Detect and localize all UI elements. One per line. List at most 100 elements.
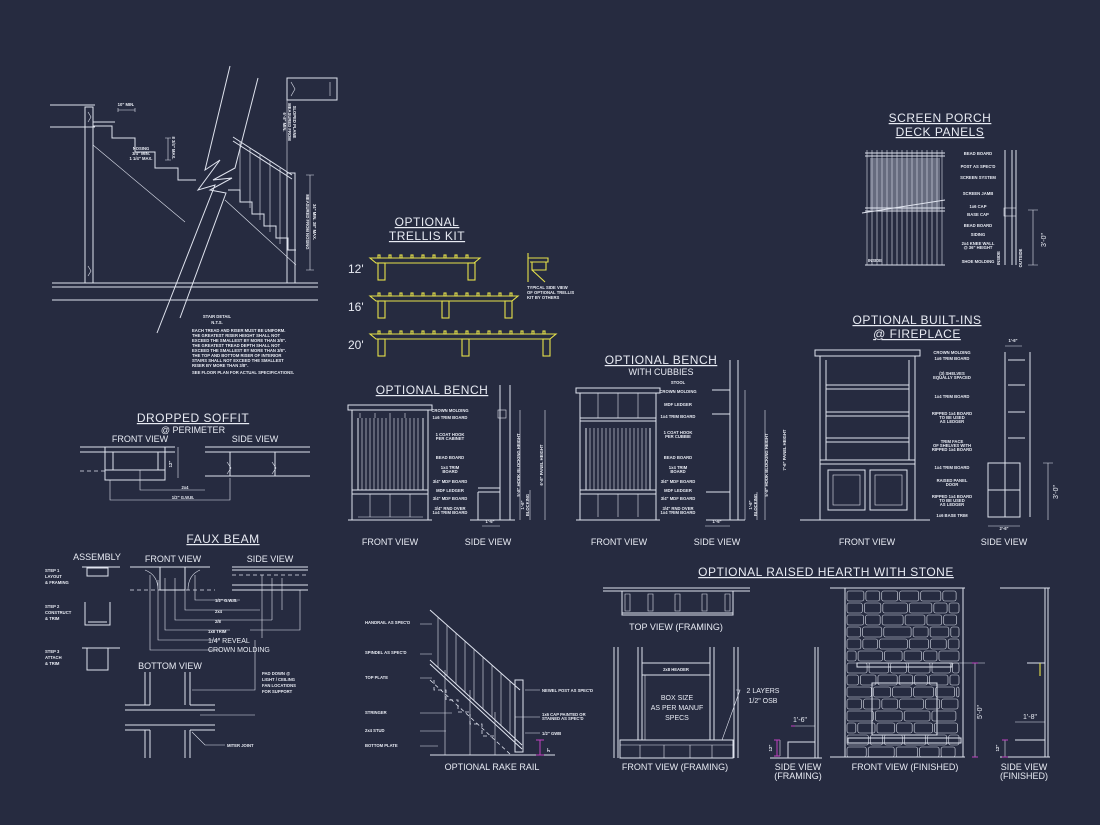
stone (875, 710, 903, 722)
stone (908, 662, 931, 674)
stone (934, 722, 958, 734)
trellis-beam (368, 295, 520, 302)
label-builtins-title: OPTIONAL BUILT-INS (852, 313, 981, 327)
label-porch-labels-2: SCREEN SYSTEM (960, 175, 996, 180)
stone (903, 710, 931, 722)
label-porch-labels-5: BASE CAP (967, 212, 989, 217)
stone (865, 590, 881, 602)
trellis-rafter (454, 330, 458, 335)
label-builtins-base-depth: 2'-6" (999, 526, 1008, 531)
trellis-post (441, 300, 450, 319)
stone (926, 614, 943, 626)
stone (857, 722, 876, 734)
stone (920, 590, 942, 602)
stone (867, 746, 895, 758)
trellis-rafter (399, 330, 403, 335)
stone (925, 698, 940, 710)
trellis-rafter (465, 254, 469, 259)
label-bench-cubbies-labels-13: 1x4 TRIM BOARD (661, 510, 696, 515)
trellis-rafter (443, 292, 447, 297)
trellis-rafter (498, 292, 502, 297)
label-rake-rail-title: OPTIONAL RAKE RAIL (445, 762, 540, 772)
label-bench-cubbies-blocking: BLOCKING (753, 494, 758, 516)
stone (931, 710, 957, 722)
stone (947, 638, 960, 650)
label-bench-cubbies-front: FRONT VIEW (591, 537, 648, 547)
trellis-rafter (432, 254, 436, 259)
stone (846, 698, 862, 710)
label-faux-beam-steps-1-1: CONSTRUCT (45, 610, 72, 615)
label-builtins-top-depth: 1'-6" (1008, 338, 1017, 343)
label-bench-cubbies-labels-0: STOOL (671, 380, 686, 385)
stone (846, 722, 857, 734)
label-builtins-labels-11: 1x4 TRIM BOARD (935, 465, 970, 470)
label-builtins-labels-16: AS LEDGER (940, 502, 964, 507)
label-builtins-labels-2: (3) SHELVES (939, 371, 965, 376)
stone (943, 614, 957, 626)
label-bench-cubbies-labels-7: 1x4 TRIM (669, 465, 688, 470)
label-porch-labels-10: SHOE MOLDING (962, 259, 995, 264)
label-builtins-labels-5: RIPPED 1x4 BOARD (932, 411, 972, 416)
trellis-rafter (476, 330, 480, 335)
label-hearth-side-framing-0: SIDE VIEW (775, 762, 822, 772)
label-builtins-labels-10: RIPPED 1x4 BOARD (932, 447, 972, 452)
label-bench-cubbies-labels-2: MDF LEDGER (664, 402, 692, 407)
label-bench-title: OPTIONAL BENCH (376, 383, 489, 397)
stone (941, 698, 959, 710)
label-hearth-osb-1: 1/2" OSB (749, 698, 778, 705)
stone (899, 590, 920, 602)
label-stair-notes-4: EXCEED THE SMALLEST BY MORE THAN 3/8". (192, 348, 286, 353)
label-bench-labels-6: BOARD (442, 469, 457, 474)
dropped-soffit (80, 446, 310, 501)
label-stair-notes-3: THE GREATEST TREAD DEPTH SHALL NOT (192, 343, 280, 348)
label-trellis-title-1: TRELLIS KIT (389, 229, 465, 243)
label-bench-labels-0: CROWN MOLDING (431, 408, 468, 413)
trellis-rafter (410, 254, 414, 259)
trellis-rafter (421, 330, 425, 335)
trellis-post (467, 262, 476, 281)
label-builtins-labels-0: CROWN MOLDING (933, 350, 970, 355)
label-builtins-labels-14: RIPPED 1x4 BOARD (932, 494, 972, 499)
label-trellis-sizes-1: 16' (348, 300, 364, 314)
label-builtins-labels-13: DOOR (946, 482, 959, 487)
faux-beam (82, 566, 308, 758)
trellis-post (377, 300, 386, 319)
stone (846, 710, 874, 722)
label-porch-labels-7: SIDING (971, 232, 985, 237)
label-faux-beam-steps-2-2: & TRIM (45, 661, 60, 666)
label-soffit-drop: 12" (168, 461, 173, 468)
stone (846, 650, 857, 662)
label-rake-rail-left-0: HANDRAIL AS SPEC'D (365, 620, 410, 625)
label-rake-rail-left-1: SPINDEL AS SPEC'D (365, 650, 406, 655)
label-faux-beam-side: SIDE VIEW (247, 554, 294, 564)
stone (903, 650, 922, 662)
label-faux-beam-steps-2-0: STEP 3 (45, 649, 60, 654)
label-builtins-labels-12: RAISED PANEL (937, 478, 968, 483)
stone (899, 698, 924, 710)
label-stair-headroom-2: SLOPED PLANE (292, 106, 297, 139)
label-bench-labels-10: 3/4" RND OVER (434, 506, 465, 511)
stone (881, 698, 898, 710)
stone (942, 590, 957, 602)
label-bench-labels-9: 3/4" MDF BOARD (433, 496, 468, 501)
stone (883, 626, 912, 638)
label-stair-notes-6: STAIRS SHALL NOT EXCEED THE SMALLEST (192, 358, 284, 363)
label-hearth-height-finished: 12" (995, 745, 1000, 752)
stone (952, 662, 960, 674)
label-stair-tread-min: 10" MIN. (118, 102, 135, 107)
trellis-rafter (509, 330, 513, 335)
label-builtins-labels-15: TO BE USED (939, 498, 965, 503)
label-bench-labels-1: 1x6 TRIM BOARD (433, 415, 468, 420)
stone (881, 614, 904, 626)
label-bench-cubbies-labels-5: PER CUBBIE (665, 434, 691, 439)
label-builtins-labels-7: AS LEDGER (940, 419, 964, 424)
label-hearth-box-0: BOX SIZE (661, 695, 694, 702)
stone (929, 626, 950, 638)
label-builtins-front: FRONT VIEW (839, 537, 896, 547)
stone (914, 674, 928, 686)
label-trellis-side-note-2: KIT BY OTHERS (527, 295, 559, 300)
label-builtins-subtitle: @ FIREPLACE (873, 327, 961, 341)
stone (846, 674, 859, 686)
trellis-rafter (487, 330, 491, 335)
label-stair-headroom-1: MEASURED FROM (287, 103, 292, 141)
